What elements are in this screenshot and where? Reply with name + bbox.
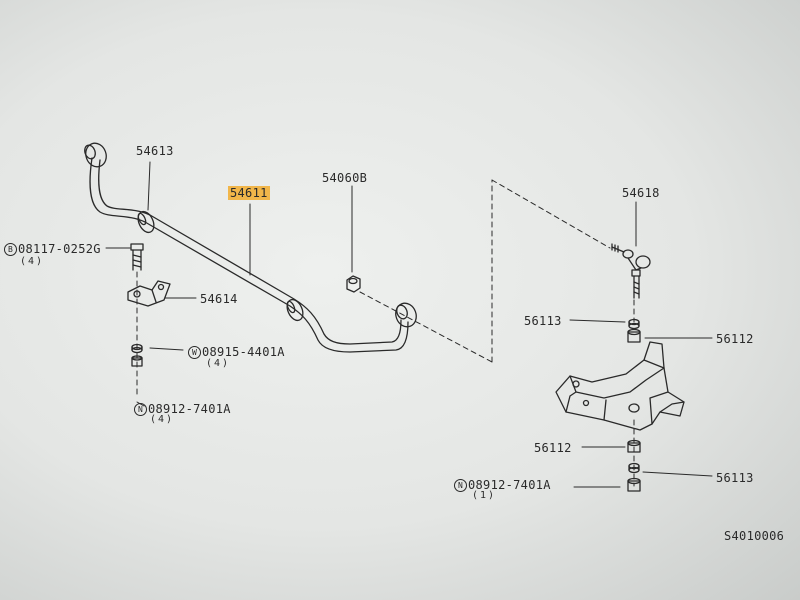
bar-bushing-lower	[286, 298, 304, 322]
label-54060b: 54060B	[322, 171, 368, 185]
bar-bushing-upper	[137, 210, 155, 234]
nut-right-part-number: 08912-7401A	[468, 478, 551, 492]
label-56112-lower: 56112	[534, 441, 572, 455]
right-end-bushing	[395, 302, 417, 328]
label-56112-right: 56112	[716, 332, 754, 346]
washer-symbol: W	[188, 346, 201, 359]
nut-54060b	[346, 275, 361, 293]
stabilizer-bar	[89, 157, 409, 353]
bolt-08117	[130, 243, 144, 271]
bolt-part-number: 08117-0252G	[18, 242, 101, 256]
nut-08912-left	[131, 355, 143, 367]
label-56113-lower: 56113	[716, 471, 754, 485]
nut-right-qty: (1)	[472, 490, 497, 501]
bushing-56112-lower	[627, 439, 641, 453]
label-56113-top: 56113	[524, 314, 562, 328]
nut-left-part-number: 08912-7401A	[148, 402, 231, 416]
washer-qty: (4)	[206, 358, 231, 369]
washer-08915	[131, 343, 143, 354]
bushing-56113-top	[628, 318, 640, 330]
bushing-56112-top	[627, 328, 641, 343]
label-54611-highlight: 54611	[228, 186, 270, 200]
label-54618: 54618	[622, 186, 660, 200]
label-54614: 54614	[200, 292, 238, 306]
link-54618	[611, 243, 651, 299]
lower-arm-bracket	[555, 341, 685, 431]
left-end-bushing	[84, 142, 107, 168]
bolt-qty: (4)	[20, 256, 45, 267]
bracket-54614	[127, 280, 171, 307]
nut-left-qty: (4)	[150, 414, 175, 425]
label-54611: 54611	[228, 186, 270, 200]
bushing-56113-lower	[628, 462, 640, 474]
nut-left-symbol: N	[134, 403, 147, 416]
nut-08912-right	[627, 477, 641, 492]
nut-right-symbol: N	[454, 479, 467, 492]
label-54613: 54613	[136, 144, 174, 158]
washer-part-number: 08915-4401A	[202, 345, 285, 359]
bolt-symbol: B	[4, 243, 17, 256]
dashed-lines	[136, 179, 635, 487]
diagram-code: S4010006	[724, 529, 785, 543]
leader-lines	[105, 161, 713, 488]
